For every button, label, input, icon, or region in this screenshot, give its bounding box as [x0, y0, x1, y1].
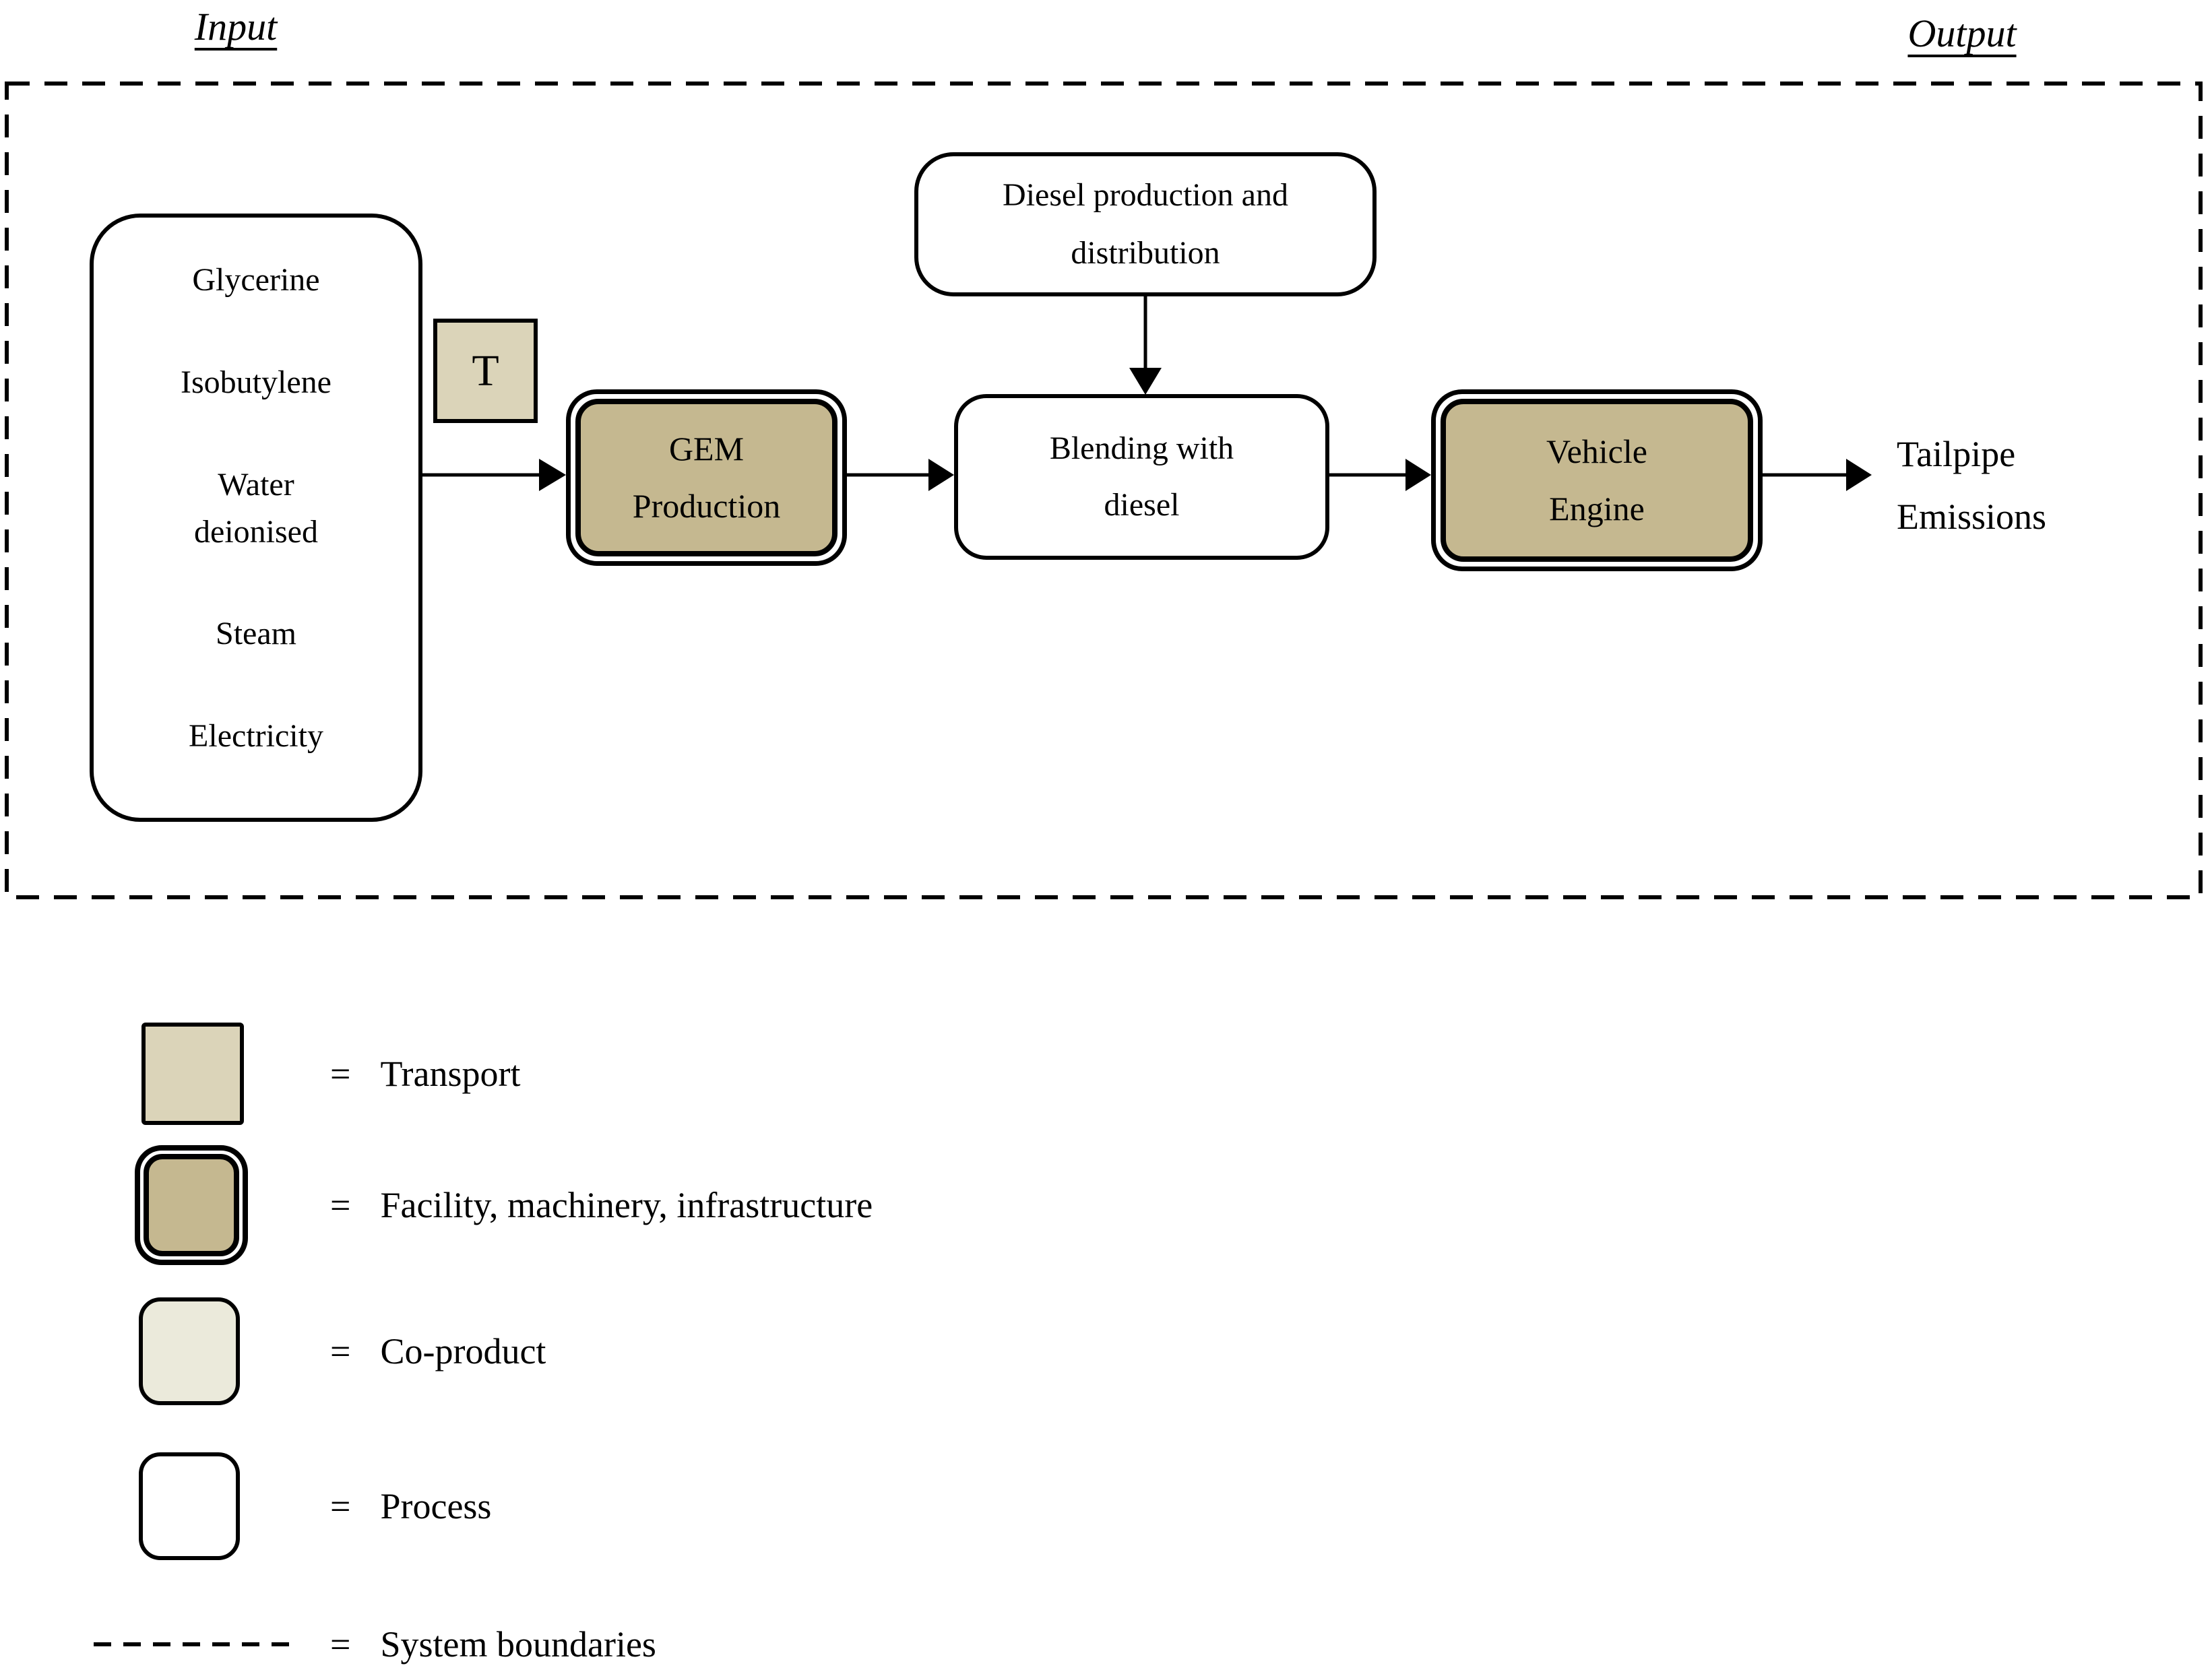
system-boundary-box [5, 82, 2203, 899]
tailpipe-emissions-label: Tailpipe Emissions [1897, 434, 2047, 537]
coproduct-swatch [139, 1297, 240, 1405]
blending-box: Blending with diesel [954, 394, 1329, 560]
system-boundary-dash [94, 1642, 297, 1646]
equals-sign: = [330, 1624, 351, 1665]
gem-production-box: GEM Production [566, 389, 847, 566]
arrow-blending-to-vehicle [1329, 459, 1431, 491]
process-swatch [139, 1452, 240, 1560]
legend-label-transport: Transport [380, 1054, 521, 1094]
arrow-gem-to-blending [847, 459, 954, 491]
inputs-box: Glycerine Isobutylene Water deionised St… [90, 214, 422, 822]
legend-label-coproduct: Co-product [380, 1331, 546, 1372]
input-item-steam: Steam [216, 616, 296, 652]
equals-sign: = [330, 1486, 351, 1526]
input-section-title: Input [194, 5, 278, 49]
legend-row-transport: = Transport [141, 1023, 521, 1125]
legend-label-facility: Facility, machinery, infrastructure [380, 1185, 873, 1225]
transport-box: T [433, 319, 538, 423]
legend-row-coproduct: = Co-product [139, 1297, 546, 1405]
legend-row-process: = Process [139, 1452, 491, 1560]
gem-production-label: GEM Production [575, 399, 838, 556]
transport-symbol: T [472, 346, 499, 395]
output-section-title: Output [1907, 11, 2017, 55]
legend-row-system-boundaries: = System boundaries [94, 1617, 656, 1672]
transport-swatch [141, 1023, 244, 1125]
diesel-production-box: Diesel production and distribution [914, 152, 1377, 296]
arrow-diesel-to-blending [1129, 296, 1162, 395]
legend-label-process: Process [380, 1486, 492, 1526]
vehicle-engine-label: Vehicle Engine [1441, 399, 1753, 562]
legend-row-facility: = Facility, machinery, infrastructure [135, 1145, 873, 1265]
vehicle-engine-box: Vehicle Engine [1431, 389, 1763, 571]
equals-sign: = [330, 1185, 351, 1225]
facility-swatch-fill [144, 1154, 239, 1256]
input-item-water-deionised: Water deionised [194, 466, 318, 550]
input-item-glycerine: Glycerine [192, 262, 320, 298]
equals-sign: = [330, 1054, 351, 1094]
facility-swatch [135, 1145, 248, 1265]
equals-sign: = [330, 1331, 351, 1372]
arrow-vehicle-to-tailpipe [1763, 459, 1872, 491]
legend-label-system-boundaries: System boundaries [380, 1624, 656, 1665]
arrow-inputs-to-gem [422, 459, 566, 491]
input-item-electricity: Electricity [189, 718, 323, 754]
input-item-isobutylene: Isobutylene [181, 364, 331, 400]
